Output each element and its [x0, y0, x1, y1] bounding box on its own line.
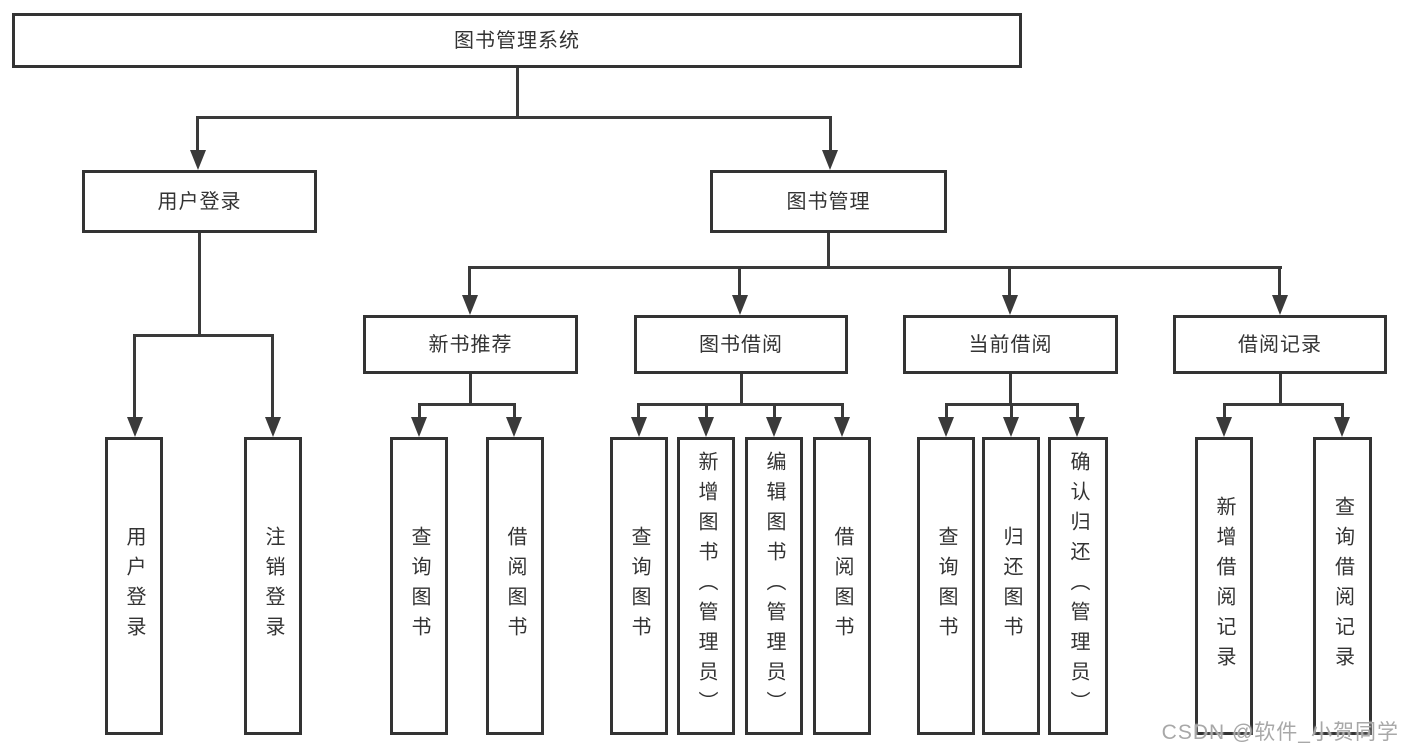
- arrow-down-icon: [698, 417, 714, 437]
- connector-line: [945, 403, 948, 419]
- node-current-borrowing: 当前借阅: [903, 315, 1118, 374]
- arrow-down-icon: [1334, 417, 1350, 437]
- node-query-borrow-record: 查询借阅记录: [1313, 437, 1372, 735]
- connector-line: [1008, 266, 1011, 298]
- arrow-down-icon: [834, 417, 850, 437]
- arrow-down-icon: [1069, 417, 1085, 437]
- connector-line: [1223, 403, 1344, 406]
- connector-line: [829, 116, 832, 152]
- arrow-down-icon: [766, 417, 782, 437]
- connector-line: [198, 233, 201, 337]
- arrow-down-icon: [462, 295, 478, 315]
- connector-line: [637, 403, 843, 406]
- connector-line: [196, 116, 832, 119]
- node-borrow-books-recommend: 借阅图书: [486, 437, 544, 735]
- arrow-down-icon: [822, 150, 838, 170]
- node-logout-leaf: 注销登录: [244, 437, 302, 735]
- connector-line: [1278, 266, 1281, 298]
- connector-line: [1341, 403, 1344, 419]
- connector-line: [705, 403, 708, 419]
- arrow-down-icon: [1216, 417, 1232, 437]
- arrow-down-icon: [1002, 295, 1018, 315]
- arrow-down-icon: [127, 417, 143, 437]
- node-confirm-return-admin: 确认归还（管理员）: [1048, 437, 1108, 735]
- node-user-login-leaf: 用户登录: [105, 437, 163, 735]
- connector-line: [516, 68, 519, 118]
- node-add-borrow-record: 新增借阅记录: [1195, 437, 1253, 735]
- node-book-management-system: 图书管理系统: [12, 13, 1022, 68]
- connector-line: [841, 403, 844, 419]
- arrow-down-icon: [1272, 295, 1288, 315]
- node-add-books-admin: 新增图书（管理员）: [677, 437, 735, 735]
- connector-line: [133, 334, 274, 337]
- connector-line: [740, 374, 743, 406]
- connector-line: [133, 334, 136, 420]
- arrow-down-icon: [411, 417, 427, 437]
- connector-line: [827, 233, 830, 269]
- node-edit-books-admin: 编辑图书（管理员）: [745, 437, 803, 735]
- connector-line: [468, 266, 1282, 269]
- connector-line: [738, 266, 741, 298]
- node-borrowing-records: 借阅记录: [1173, 315, 1387, 374]
- connector-line: [418, 403, 516, 406]
- connector-line: [513, 403, 516, 419]
- connector-line: [271, 334, 274, 420]
- node-new-book-recommendation: 新书推荐: [363, 315, 578, 374]
- node-user-login: 用户登录: [82, 170, 317, 233]
- arrow-down-icon: [190, 150, 206, 170]
- watermark-text: CSDN @软件_小贺同学: [1161, 721, 1399, 744]
- arrow-down-icon: [938, 417, 954, 437]
- arrow-down-icon: [631, 417, 647, 437]
- node-book-management: 图书管理: [710, 170, 947, 233]
- arrow-down-icon: [265, 417, 281, 437]
- connector-line: [468, 266, 471, 298]
- node-return-books: 归还图书: [982, 437, 1040, 735]
- node-query-books-current: 查询图书: [917, 437, 975, 735]
- connector-line: [418, 403, 421, 419]
- arrow-down-icon: [1003, 417, 1019, 437]
- arrow-down-icon: [506, 417, 522, 437]
- node-query-books-recommend: 查询图书: [390, 437, 448, 735]
- connector-line: [469, 374, 472, 406]
- node-borrow-books-leaf: 借阅图书: [813, 437, 871, 735]
- connector-line: [773, 403, 776, 419]
- arrow-down-icon: [732, 295, 748, 315]
- connector-line: [196, 116, 199, 152]
- connector-line: [1009, 374, 1012, 406]
- connector-line: [637, 403, 640, 419]
- connector-line: [1010, 403, 1013, 419]
- connector-line: [1076, 403, 1079, 419]
- node-query-books-borrowing: 查询图书: [610, 437, 668, 735]
- node-book-borrowing: 图书借阅: [634, 315, 848, 374]
- connector-line: [1223, 403, 1226, 419]
- connector-line: [1279, 374, 1282, 406]
